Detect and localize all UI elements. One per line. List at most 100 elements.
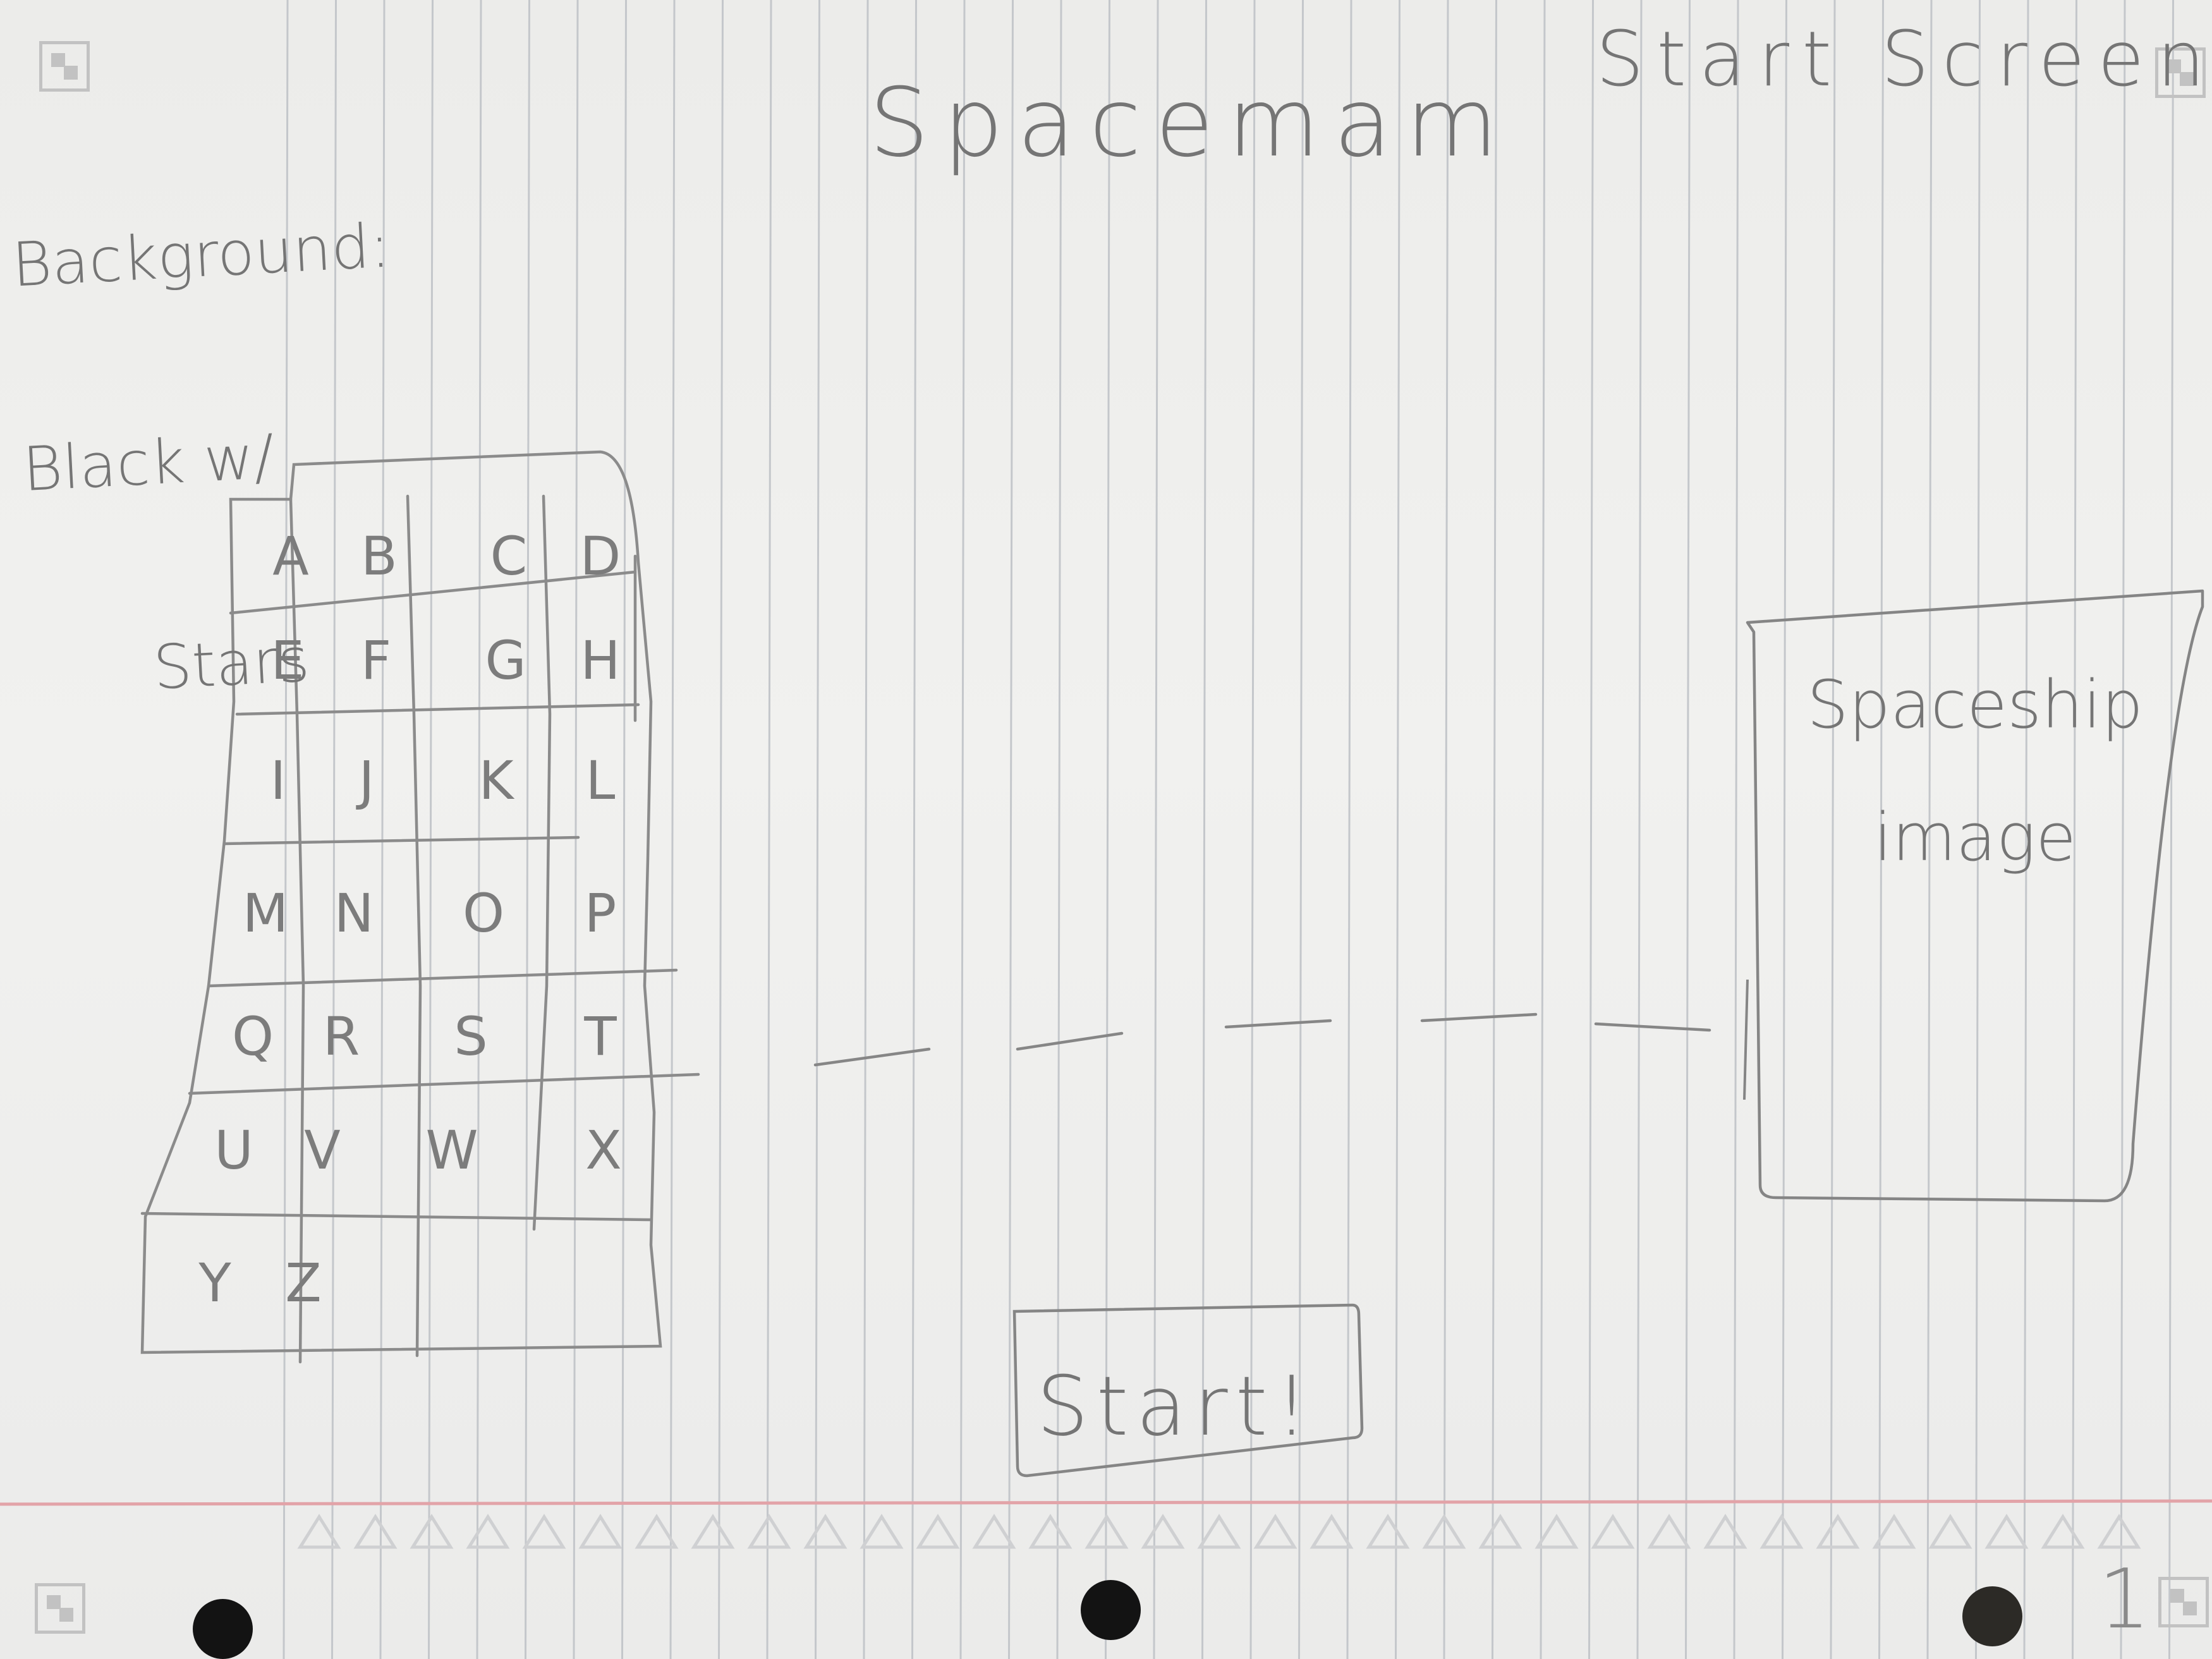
rule-line [1782,0,1787,1659]
rule-line [1636,0,1643,1659]
triangle-mark [1028,1514,1073,1549]
triangle-mark [1366,1514,1410,1549]
key-l[interactable]: L [585,750,616,811]
rule-line [1878,0,1884,1659]
binder-hole [1081,1580,1141,1640]
triangle-mark [747,1514,791,1549]
triangle-mark [691,1514,735,1549]
key-c[interactable]: C [490,525,528,587]
rule-line [815,0,820,1659]
triangle-mark [916,1514,960,1549]
triangle-mark [1253,1514,1297,1549]
triangle-mark [1759,1514,1804,1549]
rule-line [2023,0,2029,1659]
rule-line [766,0,772,1659]
key-o[interactable]: O [462,882,505,944]
rule-line [2120,0,2126,1659]
page-number: 1 [2098,1551,2151,1647]
background-note: Background: Black w/ Stars [3,75,420,845]
triangle-mark [2041,1514,2085,1549]
corner-marker-icon [35,1583,85,1634]
key-r[interactable]: R [322,1006,360,1067]
key-j[interactable]: J [358,750,375,811]
triangle-mark [1085,1514,1129,1549]
triangle-mark [1928,1514,1972,1549]
key-v[interactable]: V [304,1119,341,1181]
background-note-line: Black w/ [21,421,276,506]
rule-line [1056,0,1062,1659]
corner-marker-icon [2158,1577,2209,1627]
rule-line [379,0,386,1659]
triangle-mark [1984,1514,2029,1549]
rule-line [1153,0,1159,1659]
rule-line [1733,0,1739,1659]
rule-line [1443,0,1449,1659]
key-m[interactable]: M [242,882,289,944]
rule-line [428,0,434,1659]
start-button-box [1012,1303,1364,1478]
triangle-mark [1872,1514,1916,1549]
key-u[interactable]: U [214,1119,253,1181]
rule-line [1395,0,1401,1659]
key-x[interactable]: X [585,1119,622,1181]
key-e[interactable]: E [270,629,305,691]
start-button-label: Start! [1036,1358,1316,1454]
key-z[interactable]: Z [285,1252,322,1314]
screen-label: Start Screen [1596,16,2212,104]
key-g[interactable]: G [485,629,526,691]
rule-line [911,0,917,1659]
key-f[interactable]: F [360,629,392,691]
rule-line [959,0,966,1659]
key-w[interactable]: W [425,1119,478,1181]
word-blanks [813,1012,1711,1067]
key-d[interactable]: D [580,525,621,587]
corner-marker-icon [2155,47,2206,98]
key-q[interactable]: Q [231,1006,274,1067]
rule-line [1588,0,1594,1659]
triangle-mark [466,1514,510,1549]
start-button[interactable]: Start! [1018,1308,1359,1473]
rule-line [1298,0,1304,1659]
rule-line [1249,0,1256,1659]
rule-line [1975,0,1981,1659]
rule-line [283,0,289,1659]
triangle-mark [297,1514,341,1549]
background-note-line: Background: [10,210,392,301]
triangle-mark [522,1514,566,1549]
key-h[interactable]: H [580,629,621,691]
binder-hole [1962,1586,2022,1646]
rule-line [1492,0,1497,1659]
rule-line [1008,0,1014,1659]
rule-line [718,0,724,1659]
triangle-mark [803,1514,848,1549]
rule-line [2168,0,2174,1659]
key-b[interactable]: B [361,525,398,587]
rule-line [573,0,579,1659]
rule-line [525,0,530,1659]
key-t[interactable]: T [584,1006,617,1067]
key-y[interactable]: Y [198,1252,231,1314]
key-p[interactable]: P [584,882,617,944]
triangle-mark [1310,1514,1354,1549]
triangle-mark [1591,1514,1635,1549]
triangle-mark [1534,1514,1579,1549]
key-i[interactable]: I [270,750,286,811]
rule-line [621,0,627,1659]
triangle-mark [1422,1514,1466,1549]
rule-line [1685,0,1691,1659]
key-k[interactable]: K [478,750,514,811]
rule-line [1346,0,1352,1659]
page-title: Spacemam [869,68,1512,178]
triangle-mark [353,1514,398,1549]
triangle-mark [635,1514,679,1549]
triangle-mark [578,1514,623,1549]
key-a[interactable]: A [272,525,309,587]
rule-line [331,0,337,1659]
rule-line [1926,0,1933,1659]
key-s[interactable]: S [454,1006,488,1067]
rule-line [1540,0,1546,1659]
triangle-mark [1141,1514,1185,1549]
key-n[interactable]: N [334,882,374,944]
margin-line [0,1499,2212,1506]
